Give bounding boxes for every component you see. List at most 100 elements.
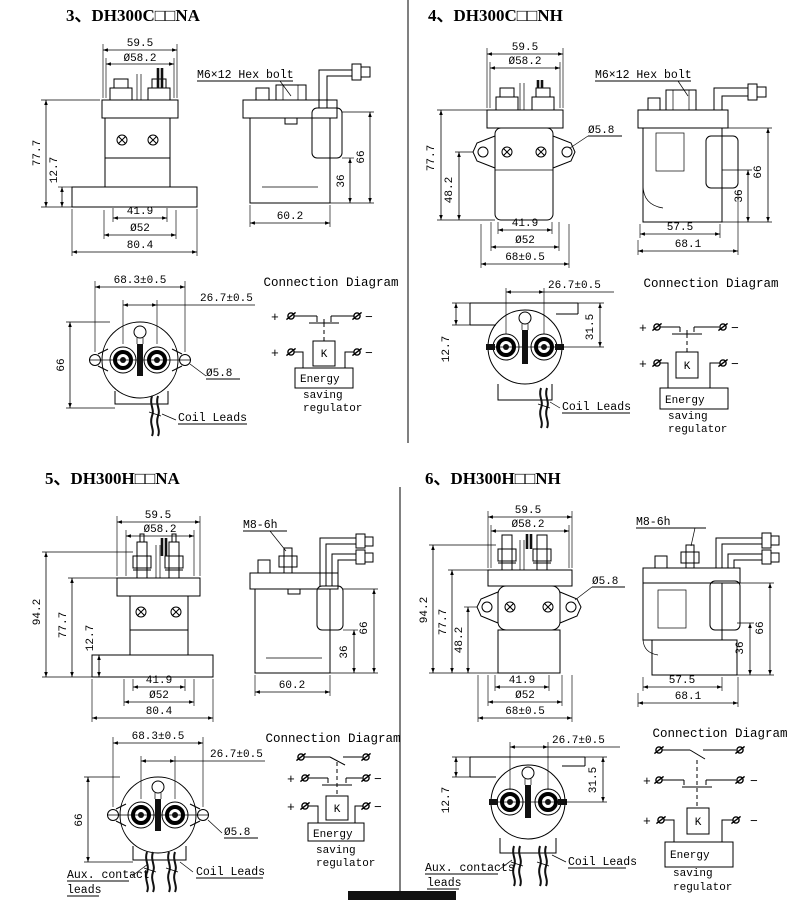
q6-dim-pitch: 26.7±0.5 xyxy=(552,735,605,747)
q4-dim-mid: 48.2 xyxy=(444,177,456,203)
q4-dim-top-dia: Ø58.2 xyxy=(508,56,541,68)
q3-bolt-label: M6×12 Hex bolt xyxy=(197,69,294,82)
q5-aux-label-2: leads xyxy=(67,884,102,897)
q6-dim-side-w2: 68.1 xyxy=(675,691,702,703)
q6-conn-title: Connection Diagram xyxy=(652,727,787,741)
q5-plus-2: + xyxy=(287,800,295,815)
q5-dim-side-step: 36 xyxy=(339,645,351,658)
q4-bolt-label: M6×12 Hex bolt xyxy=(595,69,692,82)
q6-dim-side-h: 66 xyxy=(755,621,767,634)
q4-conn-title: Connection Diagram xyxy=(643,277,778,291)
q5-dim-pitch: 26.7±0.5 xyxy=(210,749,263,761)
quadrant-3: 3、DH300C□□NA 59.5 Ø58.2 77.7 12.7 xyxy=(32,6,399,437)
q6-dim-side-step: 36 xyxy=(735,641,747,654)
q3-dim-side-h: 66 xyxy=(356,150,368,163)
q3-side-view: M6×12 Hex bolt 66 36 60.2 xyxy=(197,63,374,227)
q5-coil-k: K xyxy=(334,804,341,816)
q3-dim-side-w: 60.2 xyxy=(277,211,303,223)
q5-dim-top-dia: Ø58.2 xyxy=(143,524,176,536)
q5-regulator-2: saving xyxy=(316,845,356,857)
q5-minus-2: − xyxy=(374,800,382,815)
q6-plus-2: + xyxy=(643,814,651,829)
q4-connection-diagram: Connection Diagram + − K + − Energy savi… xyxy=(639,277,779,436)
q3-conn-title: Connection Diagram xyxy=(263,276,398,290)
q3-connection-diagram: Connection Diagram + − K + − Energy savi… xyxy=(263,276,398,415)
q4-regulator-3: regulator xyxy=(668,424,727,436)
q5-bottom-view: 68.3±0.5 26.7±0.5 66 Ø5.8 Aux. contact l… xyxy=(67,731,265,897)
q3-regulator-1: Energy xyxy=(300,374,340,386)
q3-regulator-3: regulator xyxy=(303,403,362,415)
q3-bottom-view: 68.3±0.5 26.7±0.5 66 Ø5.8 Coil Leads xyxy=(56,275,255,437)
q5-dim-dia2: Ø52 xyxy=(149,690,169,702)
quadrant-5: 5、DH300H□□NA 59.5 Ø58.2 94.2 77.7 xyxy=(32,469,401,897)
q4-dim-side-w2: 68.1 xyxy=(675,239,702,251)
q6-minus-1: − xyxy=(750,774,758,789)
q6-regulator-1: Energy xyxy=(670,850,710,862)
q4-regulator-2: saving xyxy=(668,411,708,423)
q5-regulator-3: regulator xyxy=(316,858,375,870)
q6-dim-top-dia: Ø58.2 xyxy=(511,519,544,531)
q6-bolt-label: M8-6h xyxy=(636,516,671,529)
q4-dim-height: 77.7 xyxy=(426,145,438,171)
q5-regulator-1: Energy xyxy=(313,829,353,841)
q4-minus-2: − xyxy=(731,357,739,372)
q3-dim-dia2: Ø52 xyxy=(130,223,150,235)
q5-dim-bottom-h: 66 xyxy=(74,813,86,826)
q5-dim-mount: 68.3±0.5 xyxy=(132,731,185,743)
q5-conn-title: Connection Diagram xyxy=(265,732,400,746)
q5-dim-top-width: 59.5 xyxy=(145,510,171,522)
quadrant-5-title: 5、DH300H□□NA xyxy=(45,469,181,488)
quadrant-3-title: 3、DH300C□□NA xyxy=(66,6,201,25)
q6-dim-total: 68±0.5 xyxy=(505,706,545,718)
q3-dim-side-step: 36 xyxy=(336,174,348,187)
q4-side-view: M6×12 Hex bolt 66 36 57.5 68.1 xyxy=(595,69,772,255)
q3-front-view: 59.5 Ø58.2 77.7 12.7 41.9 Ø52 xyxy=(32,38,198,256)
q4-dim-hole: Ø5.8 xyxy=(588,125,614,137)
q5-dim-side-w: 60.2 xyxy=(279,680,305,692)
q6-bottom-view: 26.7±0.5 31.5 12.7 Aux. contacts leads C… xyxy=(425,735,637,890)
q6-aux-label-2: leads xyxy=(427,877,462,890)
q4-bottom-view: 26.7±0.5 31.5 12.7 Coil Leads xyxy=(441,280,631,429)
quadrant-4: 4、DH300C□□NH 59.5 Ø58.2 Ø5.8 41.9 xyxy=(426,6,779,436)
q5-dim-height: 77.7 xyxy=(58,612,70,638)
q6-regulator-2: saving xyxy=(673,868,713,880)
q5-plus-1: + xyxy=(287,772,295,787)
q4-dim-inner: 41.9 xyxy=(512,218,538,230)
q6-dim-side-w1: 57.5 xyxy=(669,675,695,687)
q5-connection-diagram: Connection Diagram + − K + − Energy sav xyxy=(265,732,400,870)
q5-dim-total: 80.4 xyxy=(146,706,173,718)
q4-dim-top-width: 59.5 xyxy=(512,42,538,54)
q4-dim-total: 68±0.5 xyxy=(505,252,545,264)
q4-dim-sideh: 31.5 xyxy=(585,314,597,340)
q6-connection-diagram: Connection Diagram + − K + − Energy sav xyxy=(643,727,788,894)
q6-dim-mid: 48.2 xyxy=(454,627,466,653)
q5-bolt-label: M8-6h xyxy=(243,519,278,532)
q3-regulator-2: saving xyxy=(303,390,343,402)
q6-side-view: M8-6h 66 36 57.5 68.1 xyxy=(636,516,780,707)
q3-dim-inner: 41.9 xyxy=(127,206,153,218)
footer-bar xyxy=(348,891,456,900)
q4-dim-offset: 12.7 xyxy=(441,336,453,362)
q4-coil-k: K xyxy=(684,361,691,373)
q6-dim-offset: 12.7 xyxy=(441,787,453,813)
q5-dim-flange: 12.7 xyxy=(85,625,97,651)
q6-plus-1: + xyxy=(643,774,651,789)
q3-dim-pitch: 26.7±0.5 xyxy=(200,293,253,305)
q3-plus-1: + xyxy=(271,310,279,325)
q3-dim-total: 80.4 xyxy=(127,240,154,252)
q6-coil-leads-label: Coil Leads xyxy=(568,856,637,869)
q4-regulator-1: Energy xyxy=(665,395,705,407)
q3-minus-2: − xyxy=(365,346,373,361)
q4-dim-side-step: 36 xyxy=(734,189,746,202)
quadrant-6-title: 6、DH300H□□NH xyxy=(425,469,561,488)
q3-coil-k: K xyxy=(321,349,328,361)
q3-dim-flange: 12.7 xyxy=(49,157,61,183)
q4-plus-2: + xyxy=(639,357,647,372)
q6-coil-k: K xyxy=(695,817,702,829)
q3-dim-top-dia: Ø58.2 xyxy=(123,53,156,65)
quadrant-6: 6、DH300H□□NH 59.5 Ø58.2 Ø5.8 94.2 xyxy=(419,469,788,894)
q4-coil-leads-label: Coil Leads xyxy=(562,401,631,414)
q4-dim-pitch: 26.7±0.5 xyxy=(548,280,601,292)
